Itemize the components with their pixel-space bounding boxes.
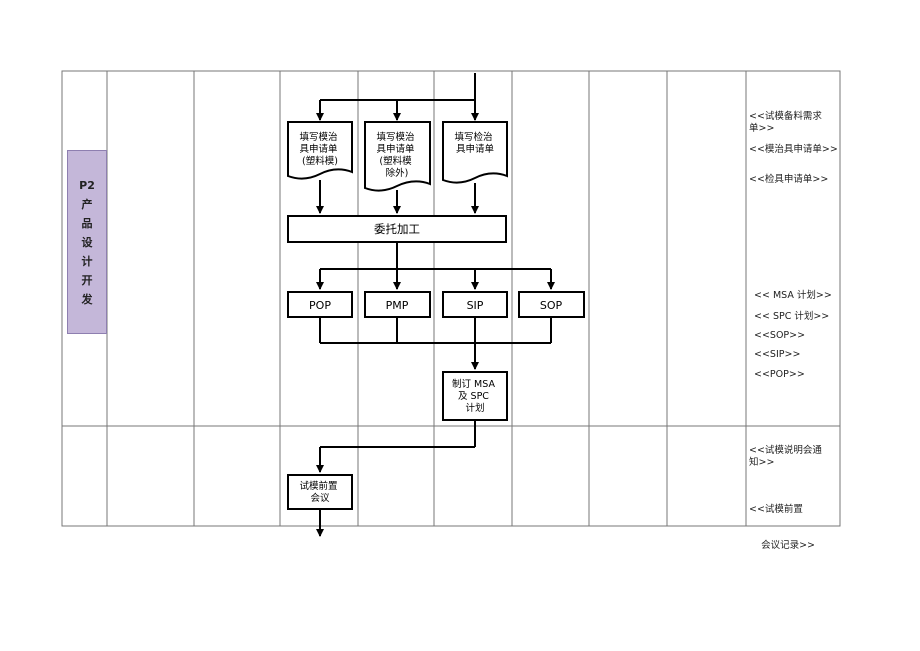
sip-box [442,291,508,318]
doc-ref-spc-plan: << SPC 计划>> [754,311,830,322]
doc-gauge-shape [442,121,508,184]
pre-trial-meeting-label: 试模前置 会议 [299,480,340,504]
pop-box [287,291,353,318]
process-boxes [287,215,585,510]
sop-box [518,291,585,318]
pop-label: POP [309,299,331,312]
doc-ref-sip: <<SIP>> [754,349,801,360]
doc-ref-trial-briefing-notice: <<试模说明会通 知>> [749,445,822,468]
phase-label: P2 产 品 设 计 开 发 [67,150,107,334]
doc-plastic-mold-shape [287,121,353,180]
pmp-box [364,291,431,318]
doc-ref-pop: <<POP>> [754,369,805,380]
pre-trial-meeting-box [287,474,353,510]
doc-nonplastic-mold-shape [364,121,431,192]
document-shapes [287,121,508,192]
doc-ref-msa-plan: << MSA 计划>> [754,290,832,301]
msa-spc-box [442,371,508,421]
phase-char: 计 [81,254,93,268]
msa-spc-label: 制订 MSA 及 SPC 计划 [452,378,498,414]
phase-char: 设 [81,235,93,249]
flow-connectors [316,73,555,537]
sop-label: SOP [540,299,563,312]
doc-nonplastic-label: 填写模治 具申请单 (塑料模 除外) [376,131,417,179]
pmp-label: PMP [386,299,409,312]
doc-plastic-label: 填写模治 具申请单 (塑料模) [299,131,340,167]
doc-ref-gauge-request: <<检具申请单>> [749,174,829,185]
doc-ref-pre-trial-minutes: <<试模前置 会议记录>> [749,504,815,551]
phase-char: 开 [81,273,93,287]
outsourcing-box [287,215,507,243]
phase-char: 品 [81,216,93,230]
doc-ref-mold-fixture-request: <<模治具申请单>> [749,144,838,155]
swimlane-grid [61,70,841,527]
doc-ref-sop: <<SOP>> [754,330,806,341]
doc-gauge-label: 填写检治 具申请单 [454,131,495,155]
doc-ref-trial-material: <<试模备料需求 单>> [749,111,822,134]
phase-char: 产 [81,197,93,211]
phase-char: 发 [81,292,93,306]
outsourcing-label: 委托加工 [374,222,420,236]
phase-code: P2 [79,178,95,192]
shape-labels: 填写模治 具申请单 (塑料模) 填写模治 具申请单 (塑料模 除外) 填写检治 … [299,131,562,504]
sip-label: SIP [467,299,484,312]
